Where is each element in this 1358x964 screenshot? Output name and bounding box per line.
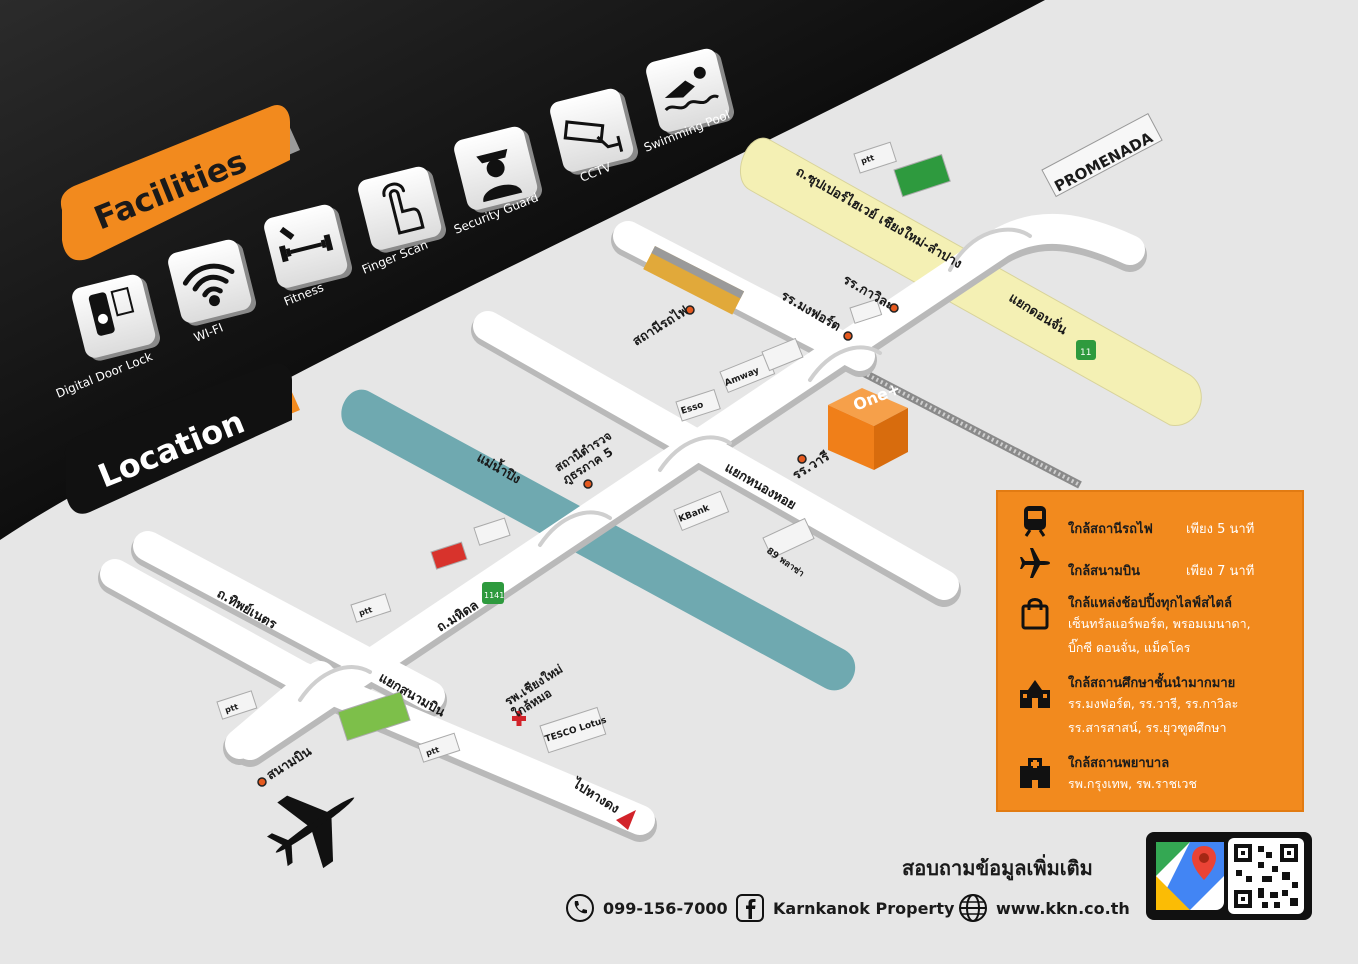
- svg-text:11: 11: [1080, 348, 1091, 358]
- hospital-label: รพ.เชียงใหม่ใกล้หมอ: [502, 661, 573, 721]
- info-hospital-title: ใกล้สถานพยาบาล: [1068, 756, 1170, 771]
- wifi-icon: [182, 263, 235, 307]
- facebook-name: Karnkanok Property: [773, 898, 955, 918]
- dumbbell-icon: [278, 226, 334, 263]
- train-icon: [1024, 506, 1046, 537]
- central-airport-mall: [337, 690, 411, 742]
- ptt-station-south: [417, 732, 461, 763]
- info-shopping-title: ใกล้แหล่งช้อปปิ้งทุกไลฟ์สไตล์: [1068, 596, 1232, 611]
- info-shopping-line2: บิ๊กซี ดอนจั่น, แม็คโคร: [1068, 640, 1191, 655]
- hospital-cross-icon: [512, 711, 526, 726]
- map-qr-box: [1146, 832, 1312, 920]
- cctv-icon: [563, 120, 624, 152]
- info-education-title: ใกล้สถานศึกษาชั้นนำมากมาย: [1068, 676, 1236, 691]
- phone-number: 099-156-7000: [603, 898, 728, 918]
- facility-cctv: [550, 88, 639, 175]
- ptt-label-airport: ptt: [224, 702, 240, 715]
- svg-text:1141: 1141: [484, 591, 504, 600]
- kbank-building: [673, 490, 730, 532]
- facility-tiles: [72, 48, 735, 361]
- contact-facebook[interactable]: Karnkanok Property: [735, 893, 954, 923]
- info-train-title: ใกล้สถานีรถไฟ: [1068, 522, 1153, 537]
- phone-icon: [566, 894, 594, 922]
- airplane-small-icon: [1020, 548, 1050, 578]
- info-shopping-line1: เซ็นทรัลแอร์พอร์ต, พรอมเมนาดา,: [1068, 616, 1251, 631]
- highway-shield-11: 11: [1076, 340, 1096, 360]
- seven-eleven: [473, 517, 511, 546]
- school-icon: [1020, 680, 1050, 708]
- train: [643, 246, 745, 315]
- ptt-station-airport: [216, 690, 258, 720]
- security-guard-icon: [476, 148, 523, 203]
- website-url: www.kkn.co.th: [996, 898, 1130, 918]
- train-station-label: สถานีรถไฟ: [629, 302, 691, 350]
- info-education-line1: รร.มงฟอร์ต, รร.วารี, รร.กาวิละ: [1068, 696, 1239, 711]
- contact-title: สอบถามข้อมูลเพิ่มเติม: [902, 856, 1093, 880]
- plaza-89-building: [762, 517, 815, 559]
- info-hospital-line1: รพ.กรุงเทพ, รพ.ราชเวช: [1068, 776, 1197, 791]
- tesco-lotus: [539, 706, 607, 754]
- google-maps-icon[interactable]: [1156, 842, 1224, 910]
- info-train-note: เพียง 5 นาที: [1186, 522, 1255, 537]
- info-airport-title: ใกล้สนามบิน: [1068, 564, 1141, 579]
- facility-finger-scan: [358, 166, 447, 253]
- airplane-icon: [266, 795, 355, 869]
- promenada-building: [1041, 112, 1163, 198]
- roads: [98, 213, 1147, 842]
- ptt-station-mahidol: [350, 593, 392, 623]
- makro-building: [893, 153, 951, 198]
- school-kawila: [849, 298, 883, 324]
- hospital-icon: [1020, 758, 1050, 788]
- police-station-label: สถานีตำรวจภูธรภาค 5: [552, 429, 622, 488]
- finger-scan-icon: [382, 182, 425, 235]
- map-landmarks: [216, 112, 1163, 763]
- facility-wifi: [168, 239, 257, 326]
- ptt-label-mahidol: ptt: [358, 605, 374, 618]
- globe-icon: [959, 894, 987, 922]
- highway-shield-1141: 1141: [482, 582, 504, 604]
- project-building: One+: [828, 379, 908, 470]
- facebook-icon: [736, 894, 764, 922]
- info-education-line2: รร.สารสาสน์, รร.ยุวฑูตศึกษา: [1068, 720, 1227, 735]
- contact-website[interactable]: www.kkn.co.th: [958, 893, 1130, 923]
- map-qr-graphics: [1156, 838, 1304, 914]
- ptt-label-south: ptt: [425, 745, 441, 758]
- nearby-info-panel: ใกล้สถานีรถไฟ เพียง 5 นาที ใกล้สนามบิน เ…: [996, 490, 1304, 812]
- swimmer-icon: [664, 66, 719, 112]
- digital-door-lock-icon: [88, 286, 135, 336]
- ping-river: [341, 389, 856, 691]
- contact-phone[interactable]: 099-156-7000: [565, 893, 728, 923]
- mcdonalds: [430, 541, 468, 570]
- facility-swimming-pool: [646, 48, 735, 135]
- varee-school-label: รร.วารี: [790, 448, 833, 483]
- facility-security-guard: [454, 126, 543, 213]
- qr-code-icon[interactable]: [1228, 838, 1304, 914]
- shopping-bag-icon: [1021, 598, 1049, 630]
- facility-fitness: [264, 204, 353, 291]
- info-airport-note: เพียง 7 นาที: [1186, 564, 1255, 579]
- ptt-label-highway: ptt: [860, 153, 876, 166]
- direction-triangle-icon: [616, 810, 636, 830]
- chevrolet-building: [761, 337, 804, 372]
- esso-station: [675, 389, 721, 422]
- ptt-station-highway: [853, 141, 897, 174]
- location-pins: [257, 303, 899, 787]
- facility-digital-door-lock: [72, 274, 161, 361]
